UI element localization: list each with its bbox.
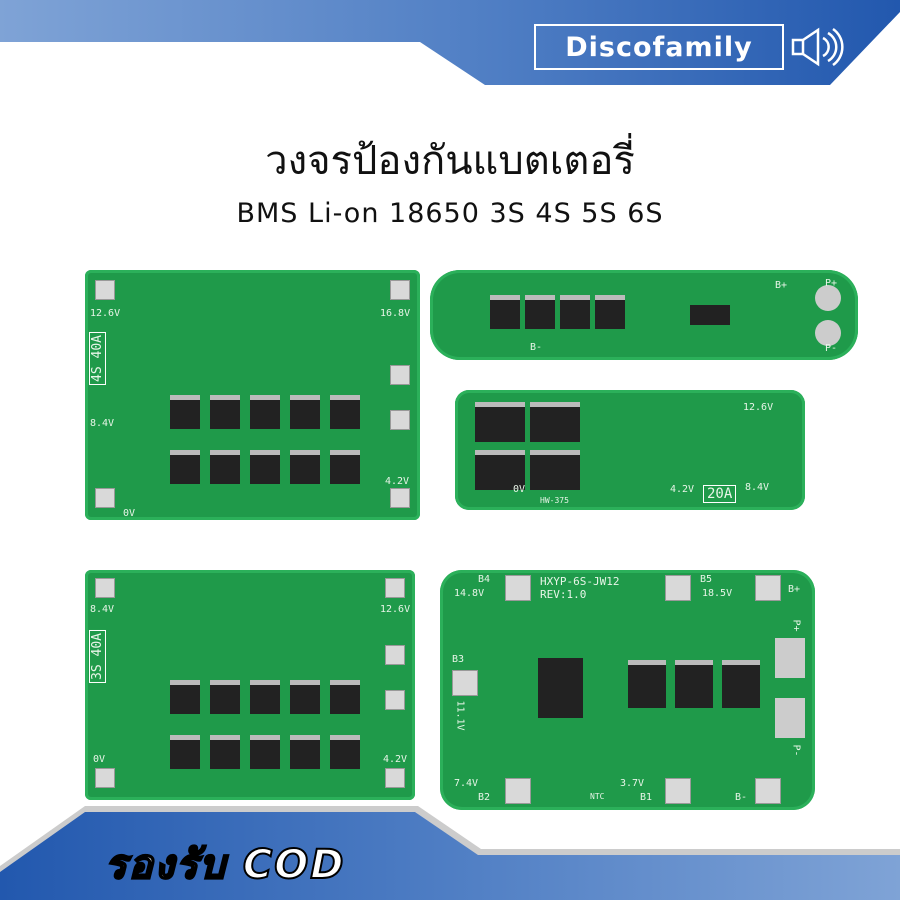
- board-label: 0V: [513, 484, 526, 495]
- board-label: 12.6V: [743, 402, 774, 413]
- board-label: B3: [452, 654, 465, 665]
- board-label: 8.4V: [90, 604, 115, 615]
- board-label: P+: [790, 619, 802, 632]
- board-rating: 4S 40A: [88, 332, 106, 385]
- bms-board-3s-40a: 8.4V 12.6V 0V 4.2V 3S 40A: [85, 570, 415, 800]
- board-label: B1: [640, 792, 653, 803]
- board-rating: 3S 40A: [88, 630, 106, 683]
- board-label: 8.4V: [745, 482, 770, 493]
- board-label: B+: [775, 280, 788, 291]
- bms-board-5s: B- B+ P+ P-: [430, 270, 858, 360]
- speaker-icon: [791, 27, 844, 67]
- board-label: 3.7V: [620, 778, 645, 789]
- board-label: 12.6V: [90, 308, 121, 319]
- board-label: 14.8V: [454, 588, 485, 599]
- bms-board-4s: 12.6V 16.8V 8.4V 4.2V 0V 4S 40A: [85, 270, 420, 520]
- board-label: 4.2V: [670, 484, 695, 495]
- board-label: 18.5V: [702, 588, 733, 599]
- board-label: 11.1V: [454, 700, 466, 731]
- board-label: 16.8V: [380, 308, 411, 319]
- board-label: B-: [530, 342, 543, 353]
- board-label: B+: [788, 584, 801, 595]
- board-label: P-: [790, 744, 802, 757]
- board-label: 4.2V: [383, 754, 408, 765]
- page-title: วงจรป้องกันแบตเตอรี่: [265, 138, 635, 184]
- board-label: P-: [825, 343, 838, 354]
- page-subtitle: BMS Li-on 18650 3S 4S 5S 6S: [236, 198, 664, 229]
- bms-board-3s-20a: 12.6V 8.4V 0V 4.2V HW-375 20A: [455, 390, 805, 510]
- board-label: 0V: [123, 508, 136, 519]
- board-label: 0V: [93, 754, 106, 765]
- board-label: 8.4V: [90, 418, 115, 429]
- board-rating: 20A: [703, 485, 737, 503]
- cod-badge: รองรับ COD: [104, 841, 346, 889]
- board-label: B5: [700, 574, 713, 585]
- board-rev: REV:1.0: [540, 588, 587, 601]
- board-label: 12.6V: [380, 604, 411, 615]
- board-label: B2: [478, 792, 491, 803]
- board-label: B-: [735, 792, 748, 803]
- board-label: HW-375: [540, 496, 569, 505]
- board-label: B4: [478, 574, 491, 585]
- bms-board-6s: HXYP-6S-JW12 REV:1.0 B4 14.8V B5 18.5V B…: [440, 570, 815, 810]
- brand-logo: Discofamily: [534, 24, 784, 70]
- board-label: 7.4V: [454, 778, 479, 789]
- board-model: HXYP-6S-JW12: [540, 575, 620, 588]
- board-label: 4.2V: [385, 476, 410, 487]
- board-label: P+: [825, 278, 838, 289]
- board-label: NTC: [590, 792, 605, 801]
